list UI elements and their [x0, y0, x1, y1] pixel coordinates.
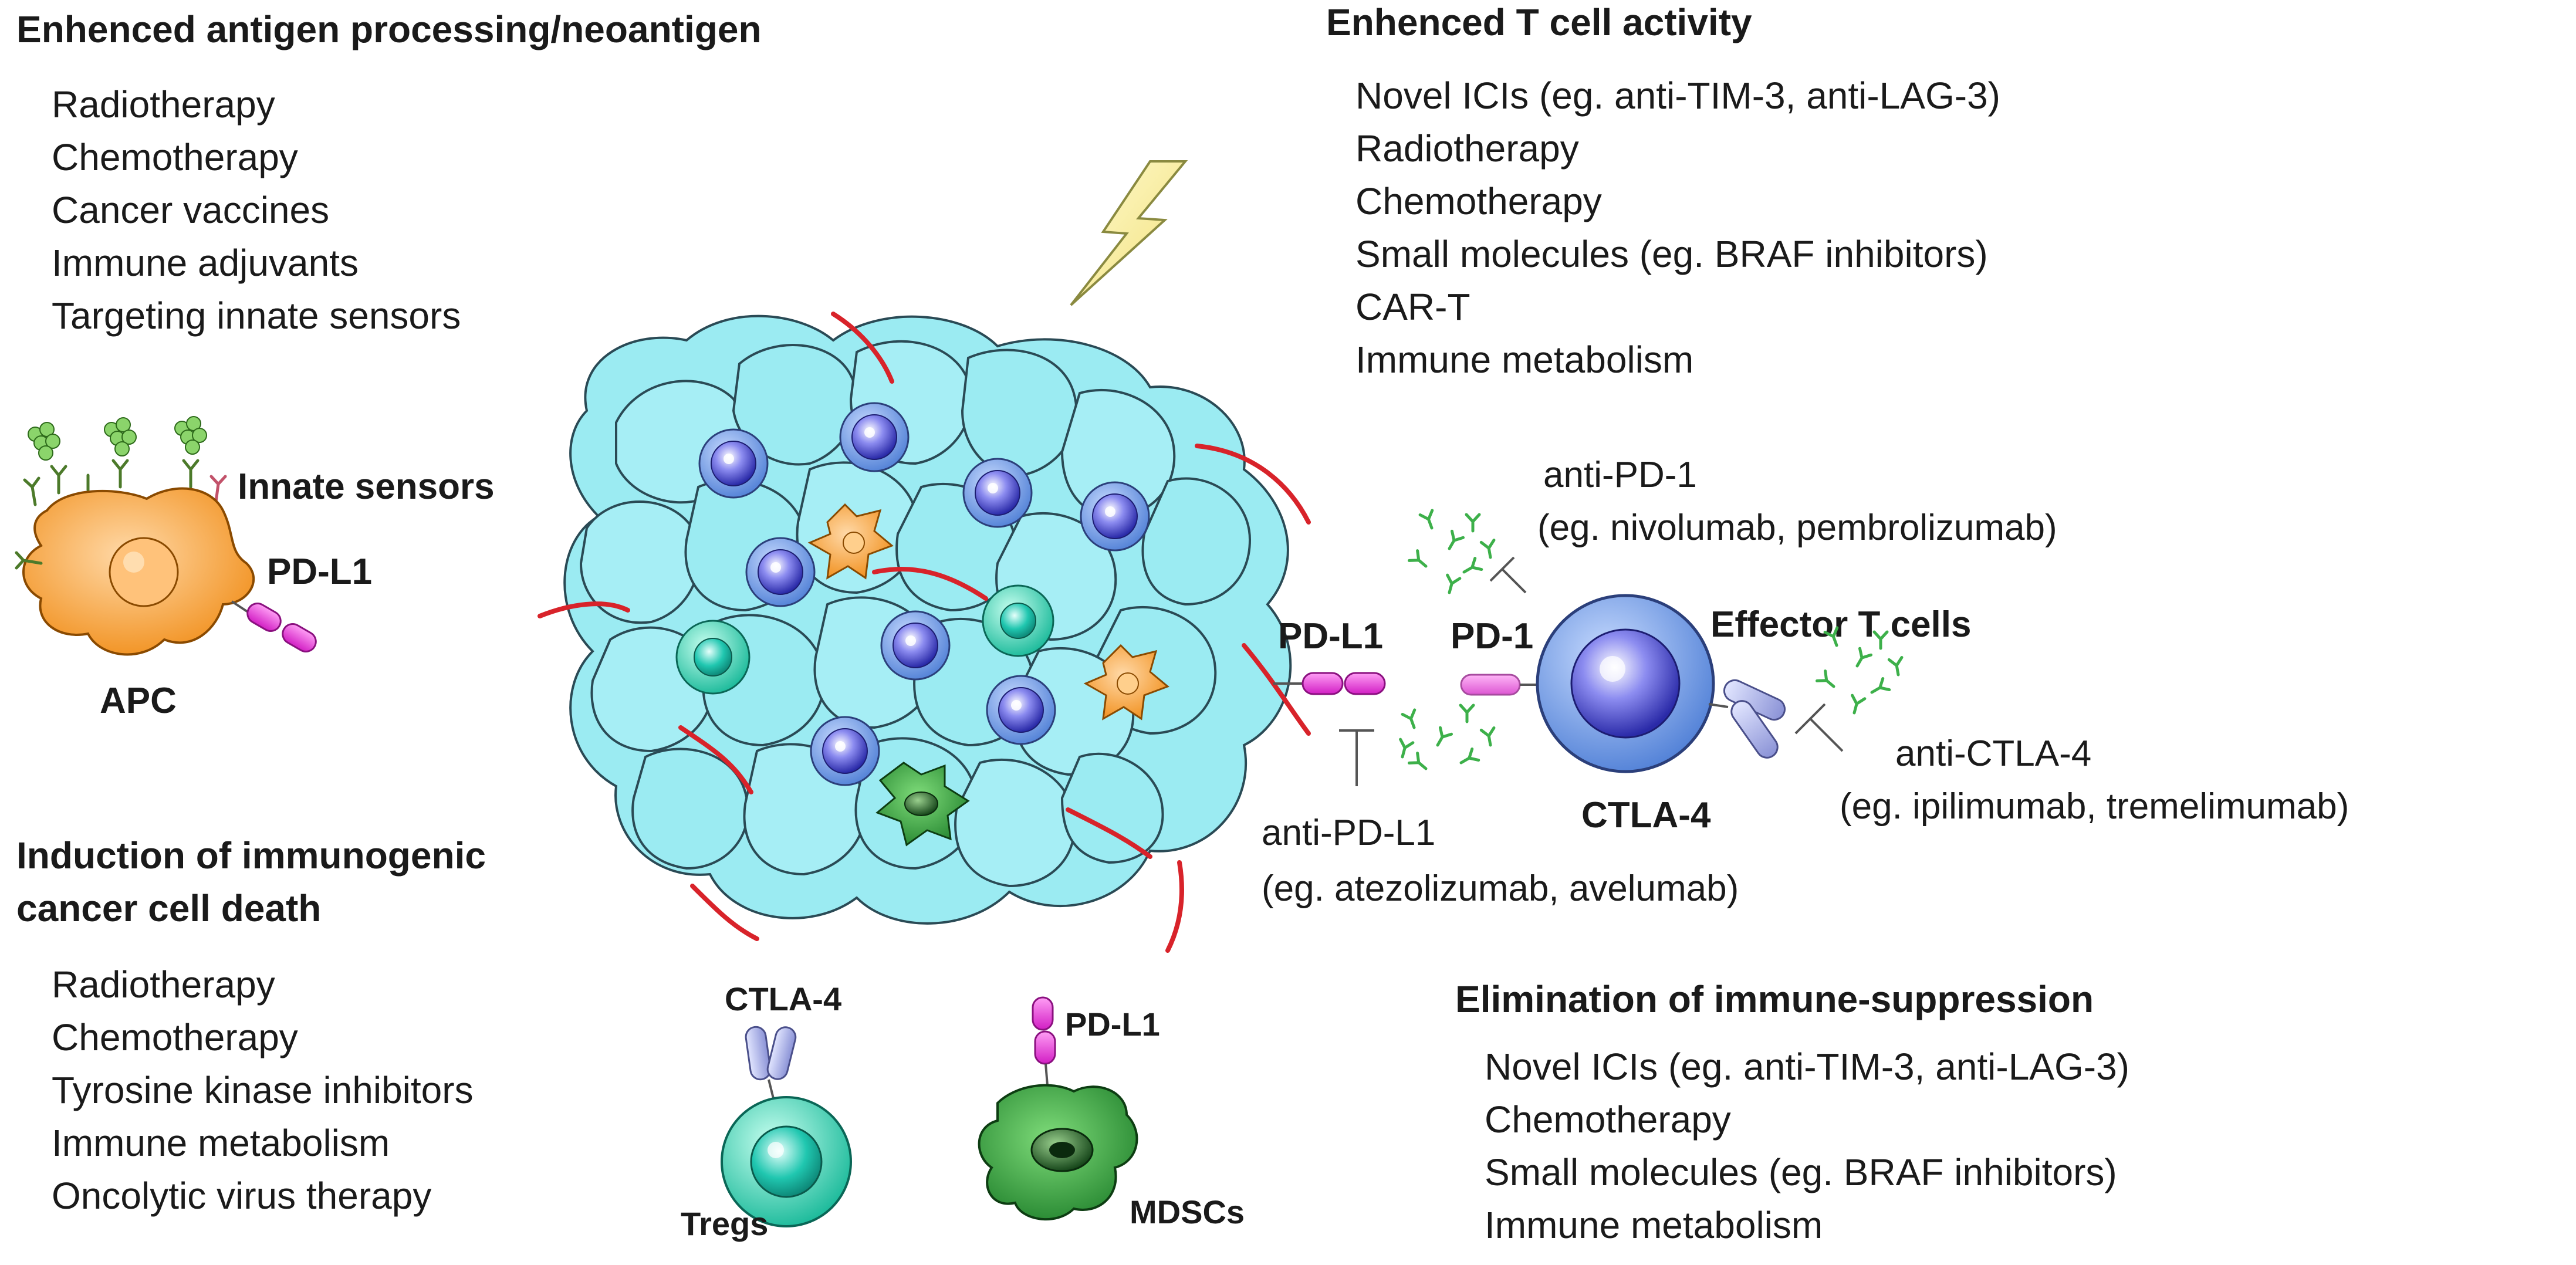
heading-death-line1: Induction of immunogenic	[16, 834, 486, 877]
treg-cell	[721, 1096, 852, 1227]
tumor-tregs	[675, 584, 1054, 695]
heading-antigen: Enhenced antigen processing/neoantigen	[16, 8, 762, 50]
section-death: Induction of immunogenic cancer cell dea…	[16, 834, 486, 1217]
tumor-pdl1	[1273, 672, 1386, 695]
effector-tcell	[1536, 594, 1715, 773]
drug-anti-ctla4: anti-CTLA-4	[1895, 733, 2091, 774]
drug-anti-pd1: anti-PD-1	[1543, 455, 1697, 495]
tcell-item: Novel ICIs (eg. anti-TIM-3, anti-LAG-3)	[1355, 75, 2000, 117]
death-item: Oncolytic virus therapy	[52, 1175, 431, 1217]
label-tregs: Tregs	[681, 1205, 768, 1242]
section-tcell: Enhenced T cell activity Novel ICIs (eg.…	[1326, 1, 2000, 381]
heading-tcell: Enhenced T cell activity	[1326, 1, 1752, 43]
tcell-item: Small molecules (eg. BRAF inhibitors)	[1355, 233, 1988, 275]
label-innate-sensors: Innate sensors	[238, 466, 495, 507]
apc-cell	[15, 416, 255, 656]
antigen-item: Targeting innate sensors	[52, 295, 461, 337]
label-apc: APC	[100, 681, 177, 721]
blood-vessels	[537, 312, 1311, 953]
section-suppression: Elimination of immune-suppression Novel …	[1455, 978, 2129, 1246]
section-antigen: Enhenced antigen processing/neoantigen R…	[16, 8, 762, 337]
radiation-bolt-icon	[1070, 160, 1188, 306]
drug-anti-pd1-examples: (eg. nivolumab, pembrolizumab)	[1537, 508, 2057, 548]
drug-anti-pdl1: anti-PD-L1	[1262, 813, 1435, 853]
tumor-mdsc	[875, 762, 970, 847]
apc-pdl1	[231, 600, 317, 652]
suppression-item: Small molecules (eg. BRAF inhibitors)	[1485, 1151, 2117, 1193]
tcell-item: Chemotherapy	[1355, 180, 1602, 222]
treg-ctla4	[745, 1026, 797, 1104]
antigen-item: Chemotherapy	[52, 136, 298, 178]
inhibition-markers	[1339, 556, 1844, 786]
pd1-receptor	[1460, 674, 1540, 696]
label-apc-pdl1: PD-L1	[267, 552, 372, 592]
antigen-item: Radiotherapy	[52, 83, 275, 126]
suppression-item: Novel ICIs (eg. anti-TIM-3, anti-LAG-3)	[1485, 1046, 2129, 1088]
effector-ctla4	[1708, 679, 1786, 759]
death-item: Tyrosine kinase inhibitors	[52, 1069, 474, 1111]
mdsc-pdl1	[1032, 996, 1056, 1086]
antibody-cluster-pdl1	[1396, 705, 1496, 773]
label-pd1: PD-1	[1451, 616, 1533, 657]
antibody-cluster-pd1	[1409, 510, 1496, 594]
label-treg-ctla4: CTLA-4	[725, 980, 841, 1017]
label-mdscs: MDSCs	[1130, 1193, 1245, 1230]
antigen-item: Immune adjuvants	[52, 242, 359, 284]
label-mdsc-pdl1: PD-L1	[1065, 1006, 1160, 1043]
drug-anti-ctla4-examples: (eg. ipilimumab, tremelimumab)	[1840, 786, 2349, 827]
tcell-item: CAR-T	[1355, 286, 1470, 328]
suppression-item: Chemotherapy	[1485, 1098, 1731, 1141]
heading-suppression: Elimination of immune-suppression	[1455, 978, 2094, 1020]
heading-death-line2: cancer cell death	[16, 887, 321, 929]
label-tumor-pdl1: PD-L1	[1278, 616, 1383, 657]
drug-anti-pdl1-examples: (eg. atezolizumab, avelumab)	[1262, 868, 1739, 909]
antigen-item: Cancer vaccines	[52, 189, 329, 231]
death-item: Chemotherapy	[52, 1016, 298, 1058]
death-item: Radiotherapy	[52, 963, 275, 1006]
label-ctla4: CTLA-4	[1581, 795, 1711, 836]
tcell-item: Immune metabolism	[1355, 339, 1693, 381]
mdsc-cell	[978, 1084, 1138, 1221]
death-item: Immune metabolism	[52, 1122, 390, 1164]
label-effector: Effector T cells	[1710, 604, 1971, 645]
tcell-item: Radiotherapy	[1355, 127, 1579, 170]
tumor-apcs	[807, 503, 1169, 721]
suppression-item: Immune metabolism	[1485, 1204, 1823, 1246]
